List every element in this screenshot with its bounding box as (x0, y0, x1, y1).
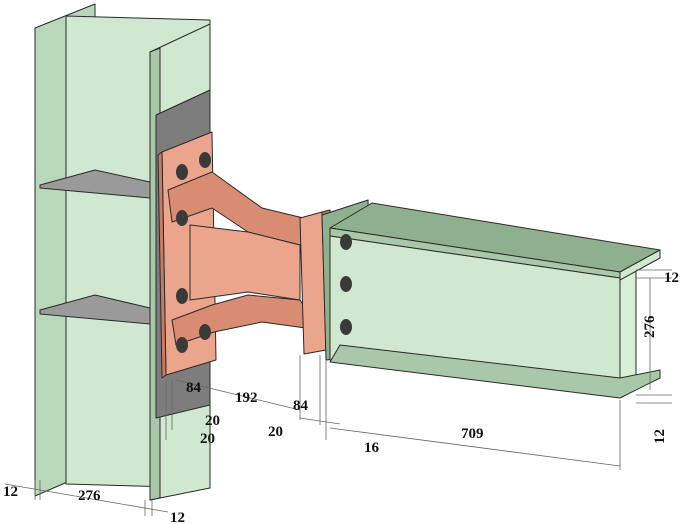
dimension-labels: 12 276 12 84 192 84 20 20 20 16 709 12 2… (3, 270, 679, 524)
bolt-icon (340, 276, 352, 292)
beam-section-web (619, 269, 637, 389)
dimension-lines (4, 269, 672, 516)
dim-beam-length: 709 (461, 426, 484, 442)
dim-connector-edge-1: 20 (205, 413, 220, 429)
dim-end-plate: 16 (364, 440, 380, 456)
connector (157, 131, 335, 379)
dim-connector-gap: 20 (268, 424, 283, 440)
bolt-icon (176, 288, 188, 304)
bolt-icon (176, 337, 188, 353)
dim-column-flange-right: 12 (170, 510, 185, 524)
dim-connector-length: 192 (235, 390, 258, 406)
column-stiffener-upper (39, 169, 151, 199)
bolt-icon (176, 164, 188, 180)
dim-beam-flange-top: 12 (664, 270, 679, 286)
dim-column-flange-left: 12 (3, 484, 18, 500)
dim-column-depth: 276 (78, 488, 101, 504)
column-stiffener-lower (39, 294, 151, 325)
dim-connector-flange-left: 84 (186, 380, 202, 396)
bolt-icon (340, 234, 352, 250)
beam-bottom-flange (329, 344, 661, 399)
dim-connector-edge-2: 20 (200, 431, 215, 447)
beam-top-flange-right (619, 249, 661, 281)
beam (321, 199, 661, 399)
dim-beam-flange-bottom: 12 (652, 429, 668, 444)
bolt-icon (340, 319, 352, 335)
bolt-icon (199, 152, 211, 168)
bolt-icon (176, 210, 188, 226)
bolt-icon (199, 324, 211, 340)
dim-connector-flange-right: 84 (293, 398, 309, 414)
dim-beam-depth: 276 (642, 315, 658, 338)
connector-left-plate-side (157, 151, 167, 379)
